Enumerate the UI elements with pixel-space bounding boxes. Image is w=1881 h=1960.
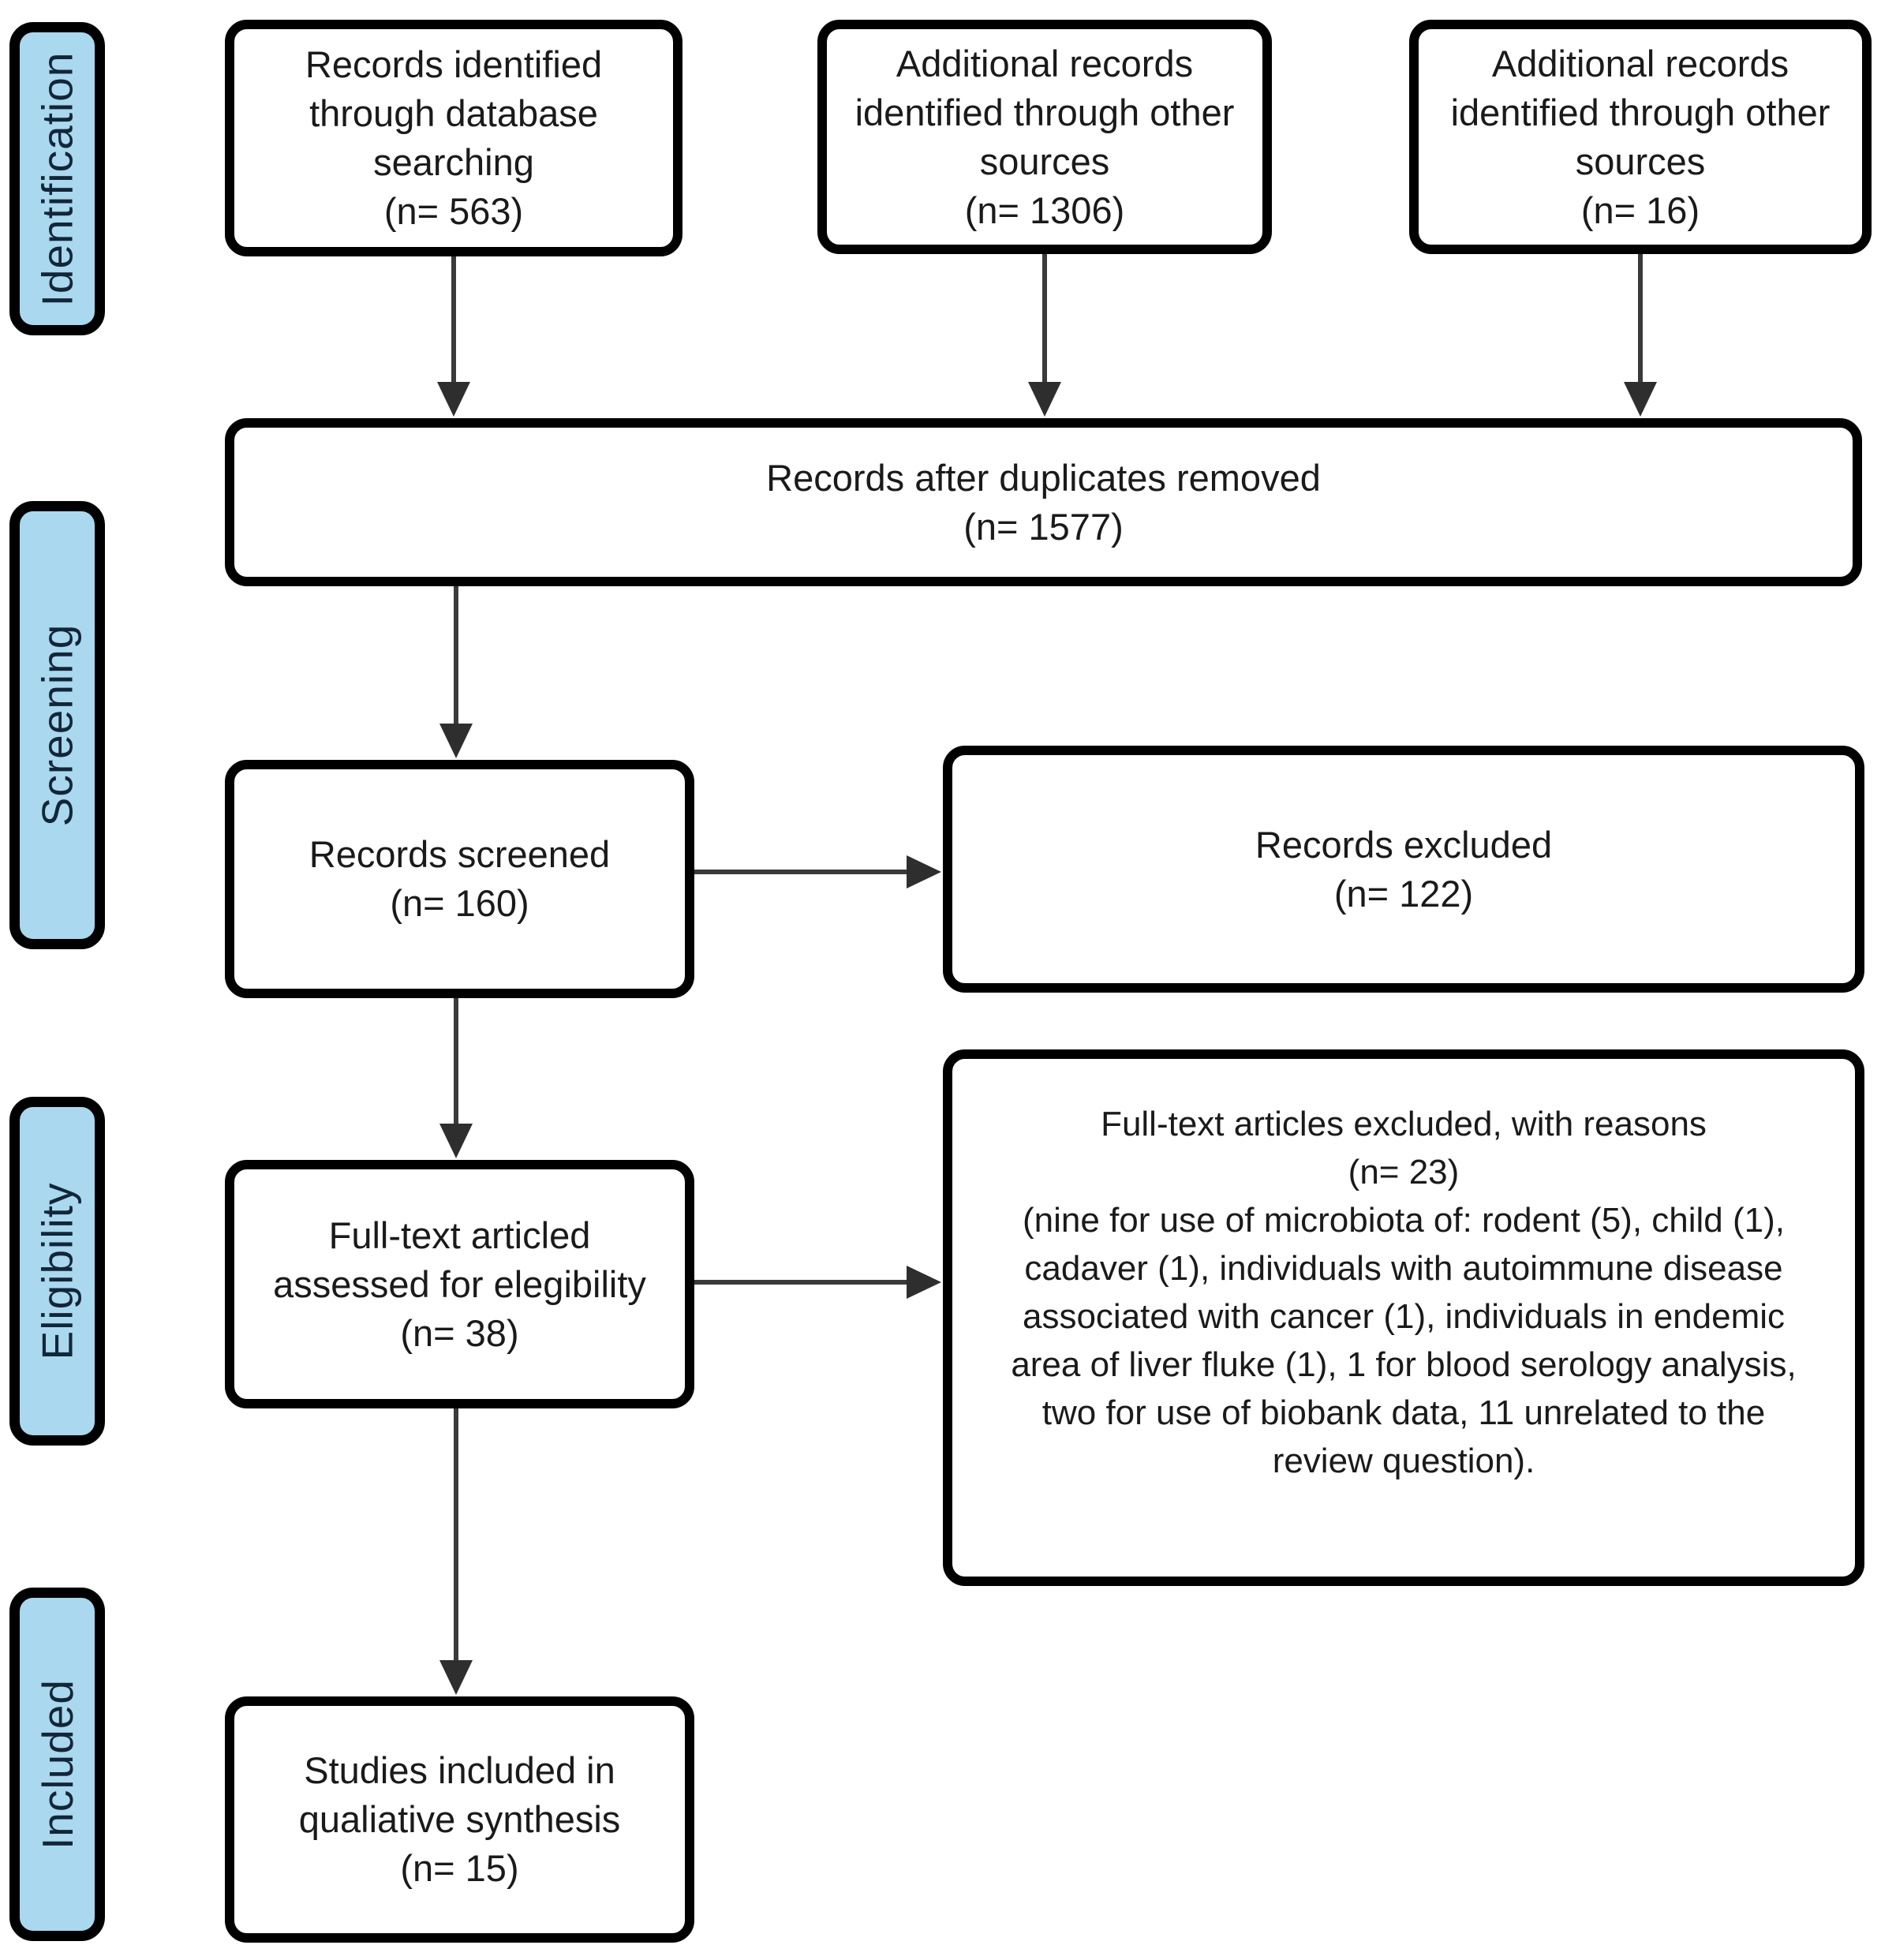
node-text-line: Records excluded <box>1255 823 1553 866</box>
node-text-line: Full-text articles excluded, with reason… <box>1101 1105 1707 1143</box>
stage-eligibility-label: Eligibility <box>32 1182 82 1360</box>
node-count: (n= 38) <box>400 1311 519 1354</box>
node-text-line: assessed for elegibility <box>273 1262 646 1305</box>
stage-included-label: Included <box>32 1679 82 1850</box>
arrow-screened-to-excluded <box>694 870 908 874</box>
stage-screening-label: Screening <box>32 623 82 827</box>
node-text-line: Additional records <box>896 42 1194 84</box>
stage-identification: Identification <box>9 22 105 335</box>
node-text-line: Additional records <box>1491 42 1789 84</box>
node-text-line: Records after duplicates removed <box>766 456 1321 499</box>
node-after-duplicates: Records after duplicates removed (n= 157… <box>225 418 1862 586</box>
node-count: (n= 563) <box>383 190 524 232</box>
node-records-excluded: Records excluded (n= 122) <box>943 746 1864 993</box>
node-text-line: cadaver (1), individuals with autoimmune… <box>1024 1249 1783 1288</box>
node-records-screened: Records screened (n= 160) <box>225 760 694 998</box>
node-count: (n= 1577) <box>963 505 1124 548</box>
node-text-line: qualiative synthesis <box>298 1798 621 1840</box>
node-text-line: through database <box>309 92 598 134</box>
node-text-line: identified through other <box>1450 91 1831 133</box>
node-count: (n= 15) <box>400 1847 519 1889</box>
node-count: (n= 16) <box>1580 189 1700 231</box>
node-text-line: sources <box>1575 140 1706 182</box>
node-text-line: associated with cancer (1), individuals … <box>1022 1297 1786 1336</box>
node-text-line: two for use of biobank data, 11 unrelate… <box>1041 1393 1766 1432</box>
node-additional-records-1: Additional records identified through ot… <box>817 20 1272 254</box>
arrow-sources2-to-duplicates <box>1638 254 1643 383</box>
arrow-sources1-to-duplicates <box>1042 254 1047 383</box>
node-count: (n= 122) <box>1333 872 1474 915</box>
node-text-line: Records screened <box>309 833 611 875</box>
node-text-line: (nine for use of microbiota of: rodent (… <box>1023 1201 1785 1240</box>
node-records-identified-database: Records identified through database sear… <box>225 20 682 256</box>
stage-identification-label: Identification <box>32 51 82 306</box>
node-text-line: Records identified <box>305 43 603 85</box>
node-count: (n= 1306) <box>964 189 1125 231</box>
node-additional-records-2: Additional records identified through ot… <box>1409 20 1872 254</box>
node-text-line: identified through other <box>854 91 1235 133</box>
node-text-line: area of liver fluke (1), 1 for blood ser… <box>1011 1345 1797 1384</box>
node-text-line: Full-text articled <box>328 1214 591 1256</box>
stage-eligibility: Eligibility <box>9 1097 105 1446</box>
arrow-fulltext-to-reasons <box>694 1280 908 1285</box>
node-fulltext-excluded-reasons: Full-text articles excluded, with reason… <box>943 1049 1864 1586</box>
arrow-fulltext-to-included <box>454 1408 458 1662</box>
node-studies-included: Studies included in qualiative synthesis… <box>225 1696 694 1943</box>
node-text-line: review question). <box>1272 1442 1535 1480</box>
node-count: (n= 160) <box>390 882 529 924</box>
node-fulltext-assessed: Full-text articled assessed for elegibil… <box>225 1160 694 1408</box>
arrow-screened-to-fulltext <box>454 998 458 1125</box>
node-text-line: sources <box>979 140 1110 182</box>
stage-screening: Screening <box>9 501 105 949</box>
node-count: (n= 23) <box>1348 1153 1460 1191</box>
node-text-line: Studies included in <box>304 1749 615 1791</box>
arrow-database-to-duplicates <box>451 256 456 383</box>
node-text-line: searching <box>373 141 534 183</box>
stage-included: Included <box>9 1588 105 1941</box>
arrow-duplicates-to-screened <box>454 586 458 725</box>
